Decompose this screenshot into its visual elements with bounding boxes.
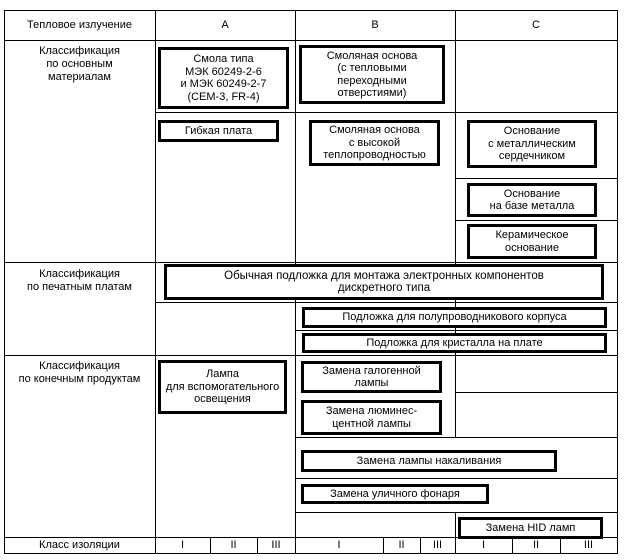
grid-line — [617, 10, 618, 553]
grid-line — [4, 537, 618, 538]
class-label: I — [337, 539, 341, 551]
grid-line — [455, 355, 456, 437]
box-resin-base: Смоляная основа (с тепловыми переходными… — [299, 45, 445, 104]
class-label: I — [180, 539, 185, 551]
grid-line — [420, 537, 421, 553]
header-col-b: B — [371, 19, 379, 31]
row-insulation: Класс изоляции — [39, 539, 120, 551]
grid-line — [455, 10, 456, 362]
class-label: II — [532, 539, 540, 551]
row-pcb: Классификация по печатным платам — [27, 268, 132, 293]
grid-line — [4, 262, 618, 263]
class-label: III — [271, 539, 281, 551]
class-label: I — [481, 539, 486, 551]
grid-line — [560, 537, 561, 553]
box-metal-base: Основание на базе металла — [467, 183, 597, 217]
grid-line — [210, 537, 211, 553]
header-col-c: C — [532, 19, 540, 31]
header-col-a: A — [221, 19, 229, 31]
grid-line — [4, 40, 618, 41]
grid-line — [295, 478, 617, 479]
class-label: II — [230, 539, 237, 551]
header-thermal: Тепловое излучение — [26, 19, 132, 31]
class-label: III — [583, 539, 594, 551]
grid-line — [455, 512, 456, 553]
box-incandescent: Замена лампы накаливания — [301, 450, 557, 472]
grid-line — [295, 512, 617, 513]
box-chip: Подложка для кристалла на плате — [302, 333, 607, 353]
box-semi: Подложка для полупроводникового корпуса — [302, 307, 607, 328]
grid-line — [295, 330, 617, 331]
grid-line — [4, 355, 618, 356]
grid-line — [295, 437, 617, 438]
box-metal-core: Основание с металлическим сердечником — [467, 120, 597, 168]
row-materials: Классификация по основным материалам — [39, 45, 120, 83]
box-resin: Смола типа МЭК 60249-2-6 и МЭК 60249-2-7… — [158, 47, 289, 109]
box-hid: Замена HID ламп — [458, 517, 603, 539]
box-flex: Гибкая плата — [158, 120, 279, 142]
box-street: Замена уличного фонаря — [301, 484, 489, 504]
grid-line — [4, 10, 618, 11]
box-resin-high: Смоляная основа с высокой теплопроводнос… — [309, 120, 440, 166]
grid-line — [155, 112, 617, 113]
grid-line — [455, 220, 617, 221]
grid-line — [383, 537, 384, 553]
grid-line — [455, 392, 617, 393]
box-discrete: Обычная подложка для монтажа электронных… — [164, 264, 604, 300]
class-label: II — [398, 539, 405, 551]
box-aux-lamp: Лампа для вспомогательного освещения — [158, 360, 287, 414]
box-halogen: Замена галогенной лампы — [301, 361, 442, 393]
box-fluorescent: Замена люминес- центной лампы — [301, 400, 442, 435]
grid-line — [4, 553, 618, 554]
class-label: III — [432, 539, 443, 551]
grid-line — [512, 537, 513, 553]
grid-line — [455, 178, 617, 179]
row-products: Классификация по конечным продуктам — [18, 360, 141, 385]
grid-line — [155, 10, 156, 553]
grid-line — [4, 10, 5, 553]
grid-line — [155, 302, 617, 303]
grid-line — [257, 537, 258, 553]
box-ceramic: Керамическое основание — [467, 224, 597, 259]
